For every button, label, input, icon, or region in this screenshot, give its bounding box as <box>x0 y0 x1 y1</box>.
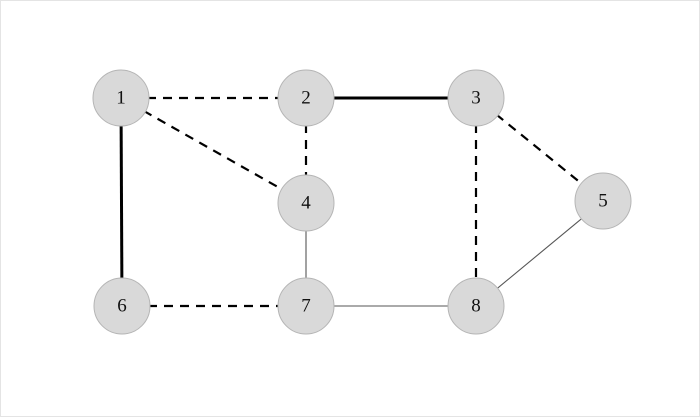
node-circle-2[interactable] <box>277 69 335 127</box>
node-circle-4[interactable] <box>277 174 335 232</box>
node-3[interactable]: 3 <box>447 69 505 127</box>
node-label-2: 2 <box>301 87 311 108</box>
edge-1-4 <box>143 109 284 192</box>
node-4[interactable]: 4 <box>277 174 335 232</box>
edge-5-8 <box>495 217 584 290</box>
edge-3-5 <box>495 113 584 186</box>
node-circle-6[interactable] <box>93 277 151 335</box>
node-circle-7[interactable] <box>277 277 335 335</box>
node-circle-5[interactable] <box>574 172 632 230</box>
node-circle-3[interactable] <box>447 69 505 127</box>
node-circle-8[interactable] <box>447 277 505 335</box>
node-label-5: 5 <box>598 190 608 211</box>
edge-layer <box>119 96 584 308</box>
node-7[interactable]: 7 <box>277 277 335 335</box>
node-layer: 1 2 3 4 5 6 7 8 <box>92 69 632 335</box>
node-label-8: 8 <box>471 295 481 316</box>
node-6[interactable]: 6 <box>93 277 151 335</box>
node-label-1: 1 <box>116 87 126 108</box>
node-label-6: 6 <box>117 295 127 316</box>
node-1[interactable]: 1 <box>92 69 150 127</box>
node-5[interactable]: 5 <box>574 172 632 230</box>
edge-1-6 <box>119 123 124 281</box>
node-8[interactable]: 8 <box>447 277 505 335</box>
node-label-3: 3 <box>471 87 481 108</box>
node-2[interactable]: 2 <box>277 69 335 127</box>
node-label-7: 7 <box>301 295 311 316</box>
node-label-4: 4 <box>301 192 311 213</box>
node-circle-1[interactable] <box>92 69 150 127</box>
